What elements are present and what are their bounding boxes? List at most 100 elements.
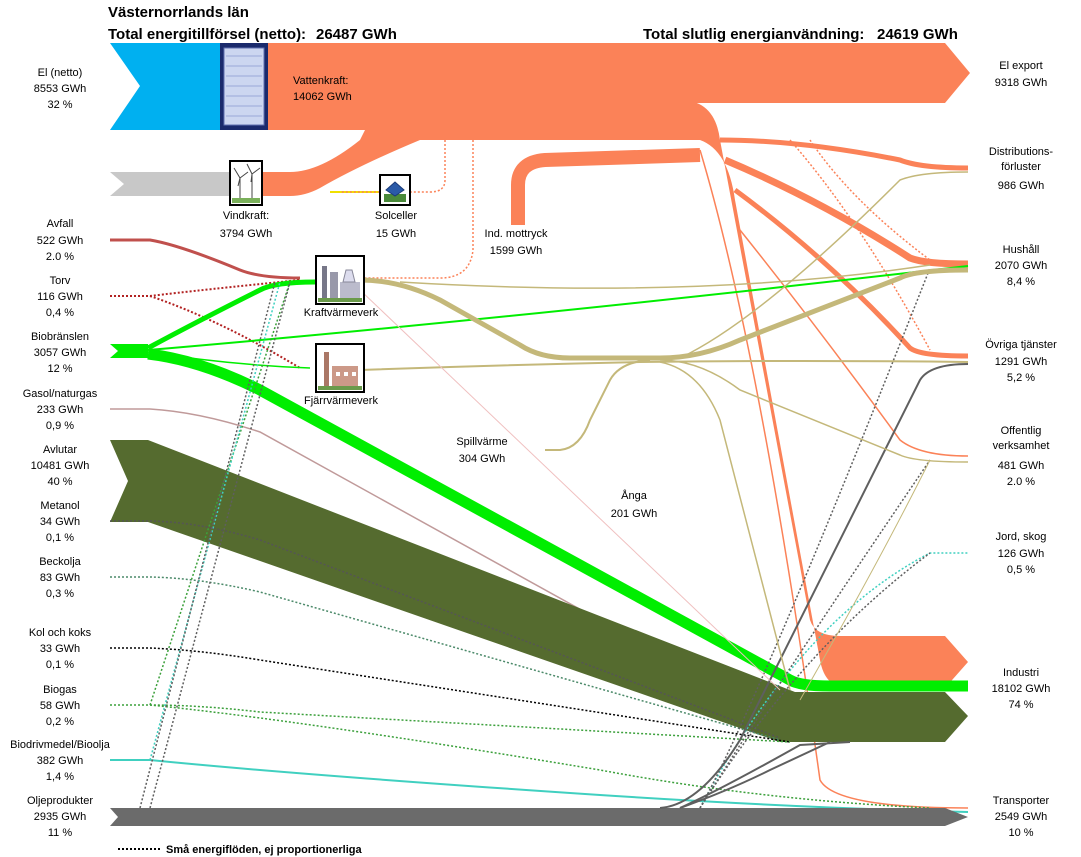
flow-heat-dist	[679, 171, 969, 359]
district-heating-icon	[315, 343, 365, 393]
svg-text:116 GWh: 116 GWh	[37, 291, 83, 303]
supply-total-value: 26487 GWh	[316, 26, 397, 43]
supply-total-label: Total energitillförsel (netto):	[108, 26, 306, 43]
flow-biogas-tr	[149, 704, 931, 809]
plant-labels: Vattenkraft: 14062 GWh Vindkraft: 3794 G…	[220, 75, 658, 520]
svg-text:34 GWh: 34 GWh	[40, 516, 80, 528]
flow-el-offentlig	[739, 229, 969, 457]
flow-heat-ind	[659, 361, 791, 691]
svg-text:El export: El export	[999, 60, 1042, 72]
source-el: El (netto) 8553 GWh 32 %	[34, 67, 87, 111]
flow-heat-spill	[545, 359, 651, 451]
svg-text:12 %: 12 %	[47, 363, 72, 375]
solar-cell-icon	[379, 174, 411, 206]
nodes	[220, 43, 411, 393]
svg-text:10 %: 10 %	[1008, 827, 1033, 839]
flow-olje-off	[699, 459, 931, 809]
flow-indmottryck	[511, 148, 701, 225]
flow-vind-grid	[262, 140, 420, 196]
svg-text:förluster: förluster	[1001, 161, 1041, 173]
flow-vind-source	[110, 172, 232, 196]
flow-metanol	[110, 520, 781, 739]
svg-text:0,5 %: 0,5 %	[1007, 564, 1035, 576]
anga-value: 201 GWh	[611, 508, 657, 520]
hydro-plant-icon	[220, 43, 268, 130]
svg-text:verksamhet: verksamhet	[993, 440, 1050, 452]
flow-olje-hushall	[699, 267, 931, 809]
source-biodrivmedel: Biodrivmedel/Bioolja 382 GWh 1,4 %	[10, 739, 111, 783]
source-avlutar: Avlutar 10481 GWh 40 %	[31, 444, 90, 488]
svg-text:Kol och koks: Kol och koks	[29, 627, 92, 639]
flow-bio-kv	[146, 279, 316, 351]
flow-el-dist	[719, 137, 969, 171]
svg-text:0,1 %: 0,1 %	[46, 532, 74, 544]
svg-text:8553 GWh: 8553 GWh	[34, 83, 87, 95]
flow-el-transport	[699, 149, 969, 809]
svg-text:83 GWh: 83 GWh	[40, 572, 80, 584]
flows	[110, 43, 970, 826]
use-ovriga-tjanster: Övriga tjänster 1291 GWh 5,2 %	[985, 339, 1057, 384]
flow-heat-kv	[359, 267, 969, 361]
svg-text:40 %: 40 %	[47, 476, 72, 488]
flow-dotted-orange-1	[340, 140, 446, 193]
flow-olje-jord	[699, 552, 931, 809]
svg-text:Biodrivmedel/Bioolja: Biodrivmedel/Bioolja	[10, 739, 111, 751]
use-jord-skog: Jord, skog 126 GWh 0,5 %	[996, 531, 1047, 576]
svg-text:0,1 %: 0,1 %	[46, 659, 74, 671]
svg-text:58 GWh: 58 GWh	[40, 700, 80, 712]
fjarrvarmeverk-name: Fjärrvärmeverk	[304, 395, 378, 407]
svg-text:Avfall: Avfall	[47, 218, 74, 230]
use-total-value: 24619 GWh	[877, 26, 958, 43]
flow-bio-hushall	[147, 265, 969, 351]
legend: Små energiflöden, ej proportionerliga	[118, 844, 362, 856]
svg-text:2549 GWh: 2549 GWh	[995, 811, 1048, 823]
use-transporter: Transporter 2549 GWh 10 %	[993, 795, 1050, 839]
svg-text:0,2 %: 0,2 %	[46, 716, 74, 728]
svg-text:Övriga tjänster: Övriga tjänster	[985, 339, 1057, 351]
use-labels: El export 9318 GWh Distributions- förlus…	[985, 60, 1057, 839]
flow-biobr-source	[110, 344, 148, 358]
svg-text:0,9 %: 0,9 %	[46, 420, 74, 432]
svg-text:74 %: 74 %	[1008, 699, 1033, 711]
flow-dotted-orange-4	[789, 139, 931, 351]
svg-text:Offentlig: Offentlig	[1001, 425, 1042, 437]
anga-name: Ånga	[621, 489, 648, 502]
svg-text:Biobränslen: Biobränslen	[31, 331, 89, 343]
diagram-title: Västernorrlands län	[108, 4, 249, 21]
solceller-value: 15 GWh	[376, 228, 416, 240]
source-torv: Torv 116 GWh 0,4 %	[37, 275, 83, 319]
flow-dotted-orange-2	[365, 140, 474, 279]
flow-avlutar	[110, 440, 968, 742]
use-el-export: El export 9318 GWh	[995, 60, 1048, 89]
svg-text:Biogas: Biogas	[43, 684, 77, 696]
spillvarme-name: Spillvärme	[456, 436, 507, 448]
solceller-name: Solceller	[375, 210, 418, 222]
svg-text:9318 GWh: 9318 GWh	[995, 77, 1048, 89]
svg-text:2070 GWh: 2070 GWh	[995, 260, 1048, 272]
svg-text:2.0 %: 2.0 %	[46, 251, 74, 263]
indmottryck-value: 1599 GWh	[490, 245, 543, 257]
svg-text:18102 GWh: 18102 GWh	[992, 683, 1051, 695]
svg-text:0,4 %: 0,4 %	[46, 307, 74, 319]
flow-olje	[110, 808, 968, 826]
vindkraft-value: 3794 GWh	[220, 228, 273, 240]
flow-olje-tr2	[679, 741, 831, 809]
flow-anga	[359, 289, 781, 691]
svg-text:382 GWh: 382 GWh	[37, 755, 83, 767]
source-labels: El (netto) 8553 GWh 32 % Avfall 522 GWh …	[10, 67, 111, 839]
svg-text:Oljeprodukter: Oljeprodukter	[27, 795, 93, 807]
svg-text:Transporter: Transporter	[993, 795, 1050, 807]
header: Västernorrlands län Total energitillförs…	[108, 4, 958, 43]
source-gasol: Gasol/naturgas 233 GWh 0,9 %	[23, 388, 98, 432]
flow-kol	[110, 647, 791, 743]
source-metanol: Metanol 34 GWh 0,1 %	[40, 500, 80, 544]
svg-text:233 GWh: 233 GWh	[37, 404, 83, 416]
flow-dotted-orange-3	[809, 139, 931, 261]
chp-plant-icon	[315, 255, 365, 305]
source-avfall: Avfall 522 GWh 2.0 %	[37, 218, 83, 263]
use-total-label: Total slutlig energianvändning:	[643, 26, 864, 43]
svg-text:Beckolja: Beckolja	[39, 556, 81, 568]
source-biogas: Biogas 58 GWh 0,2 %	[40, 684, 80, 728]
flow-biogas	[110, 704, 791, 743]
svg-text:Industri: Industri	[1003, 667, 1039, 679]
